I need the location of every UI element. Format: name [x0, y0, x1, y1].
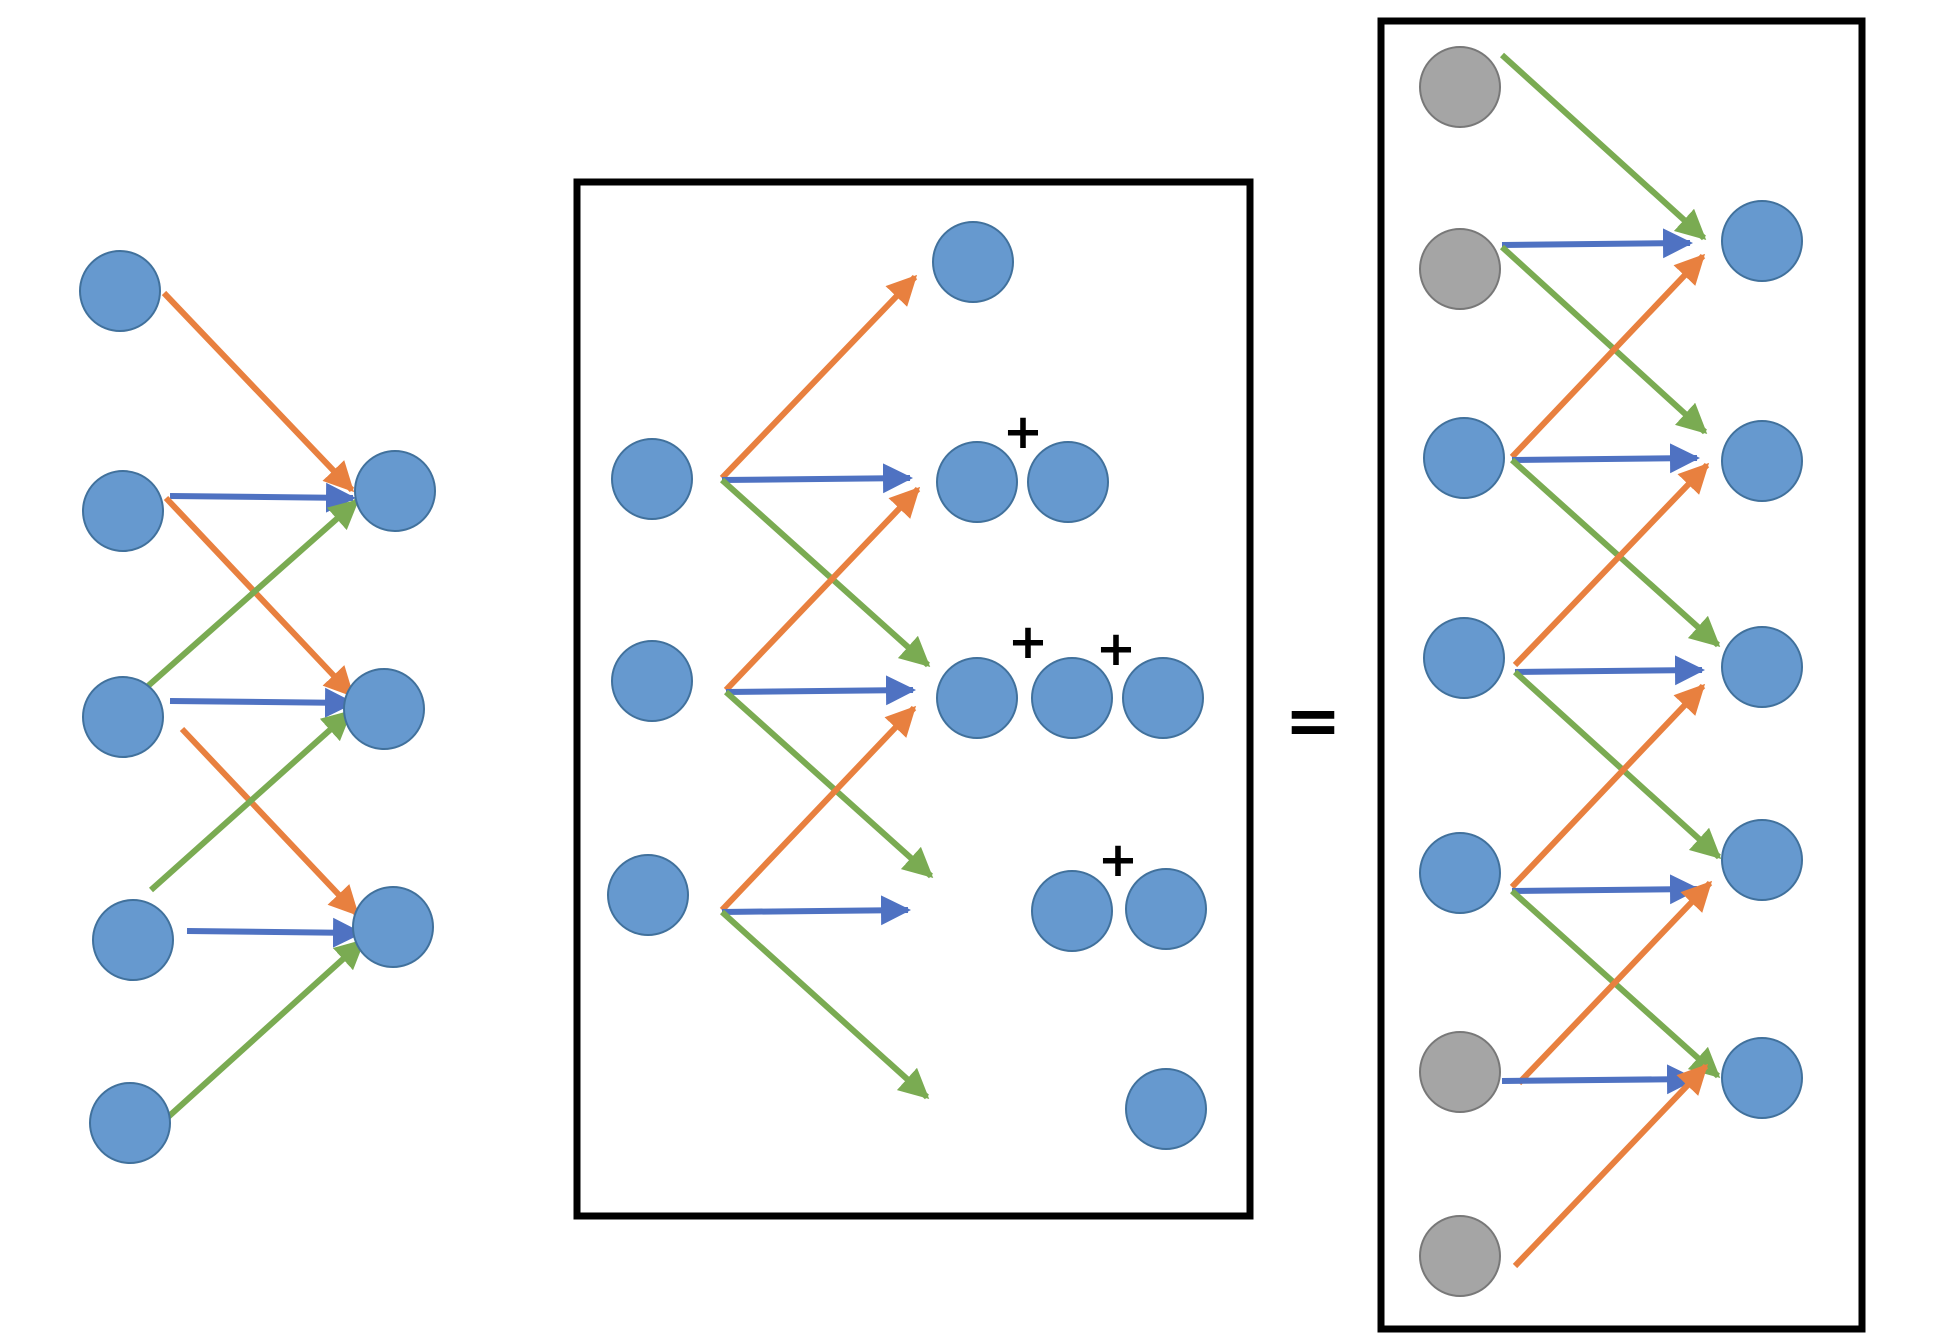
plus-sign: + — [1096, 621, 1136, 677]
output-node — [354, 450, 436, 532]
padding-node — [1419, 228, 1501, 310]
contribution-node — [1031, 657, 1113, 739]
panel-frame — [1377, 17, 1866, 1333]
panel-left — [79, 250, 436, 1164]
edge-green — [146, 498, 360, 689]
edge-orange — [179, 726, 360, 917]
edge-blue — [1514, 655, 1705, 686]
edge-green — [148, 709, 353, 893]
edge-green — [1509, 457, 1721, 648]
contribution-node — [936, 657, 1018, 739]
edge-blue — [186, 917, 363, 948]
padding-node — [1419, 1215, 1501, 1297]
edge-blue — [725, 675, 916, 706]
output-node — [343, 668, 425, 750]
contribution-node — [1125, 1068, 1207, 1150]
input-node — [79, 250, 161, 332]
contribution-node — [1125, 868, 1207, 950]
panel-middle: + + + + — [573, 178, 1254, 1220]
input-node — [1423, 417, 1505, 499]
panel-right — [1377, 17, 1866, 1333]
edge-green — [723, 689, 934, 879]
edge-blue — [169, 687, 355, 718]
plus-sign: + — [1008, 614, 1048, 670]
contribution-node — [1027, 441, 1109, 523]
equals-sign: = — [1285, 682, 1342, 761]
input-node — [607, 854, 689, 936]
contribution-node — [932, 221, 1014, 303]
edge-blue — [721, 463, 913, 494]
input-node — [611, 640, 693, 722]
output-node — [1721, 420, 1803, 502]
input-node — [82, 676, 164, 758]
input-node — [89, 1082, 171, 1164]
output-node — [1721, 1037, 1803, 1119]
output-node — [352, 886, 434, 968]
edge-green — [719, 477, 931, 668]
plus-sign: + — [1003, 404, 1043, 460]
edge-blue — [721, 895, 911, 926]
edge-green — [1512, 669, 1722, 860]
edge-orange — [719, 705, 917, 913]
input-node — [611, 438, 693, 520]
padding-node — [1419, 1031, 1501, 1113]
output-node — [1721, 626, 1803, 708]
edge-blue — [1511, 874, 1700, 905]
panel-frame — [573, 178, 1254, 1220]
contribution-node — [1122, 657, 1204, 739]
edge-orange — [719, 274, 918, 481]
edge-green — [164, 938, 366, 1121]
edge-blue — [1501, 1064, 1697, 1095]
edge-orange — [163, 495, 355, 698]
edge-blue — [1501, 228, 1693, 259]
padding-node — [1419, 46, 1501, 128]
input-node — [1419, 832, 1501, 914]
edge-blue — [169, 482, 356, 513]
contribution-node — [1031, 870, 1113, 952]
edge-orange — [1509, 253, 1706, 460]
contribution-node — [936, 441, 1018, 523]
edge-green — [1499, 52, 1707, 241]
input-node — [92, 899, 174, 981]
edge-green — [1499, 244, 1708, 435]
edge-green — [719, 909, 930, 1100]
edge-orange — [1512, 1063, 1709, 1269]
plus-sign: + — [1098, 832, 1138, 888]
output-node — [1721, 819, 1803, 901]
edge-orange — [723, 486, 921, 693]
edge-orange — [1509, 683, 1706, 890]
output-node — [1721, 200, 1803, 282]
edge-orange — [161, 290, 355, 493]
edge-orange — [1516, 880, 1713, 1086]
input-node — [82, 470, 164, 552]
input-node — [1423, 617, 1505, 699]
edge-orange — [1512, 462, 1710, 668]
edge-blue — [1511, 443, 1700, 474]
